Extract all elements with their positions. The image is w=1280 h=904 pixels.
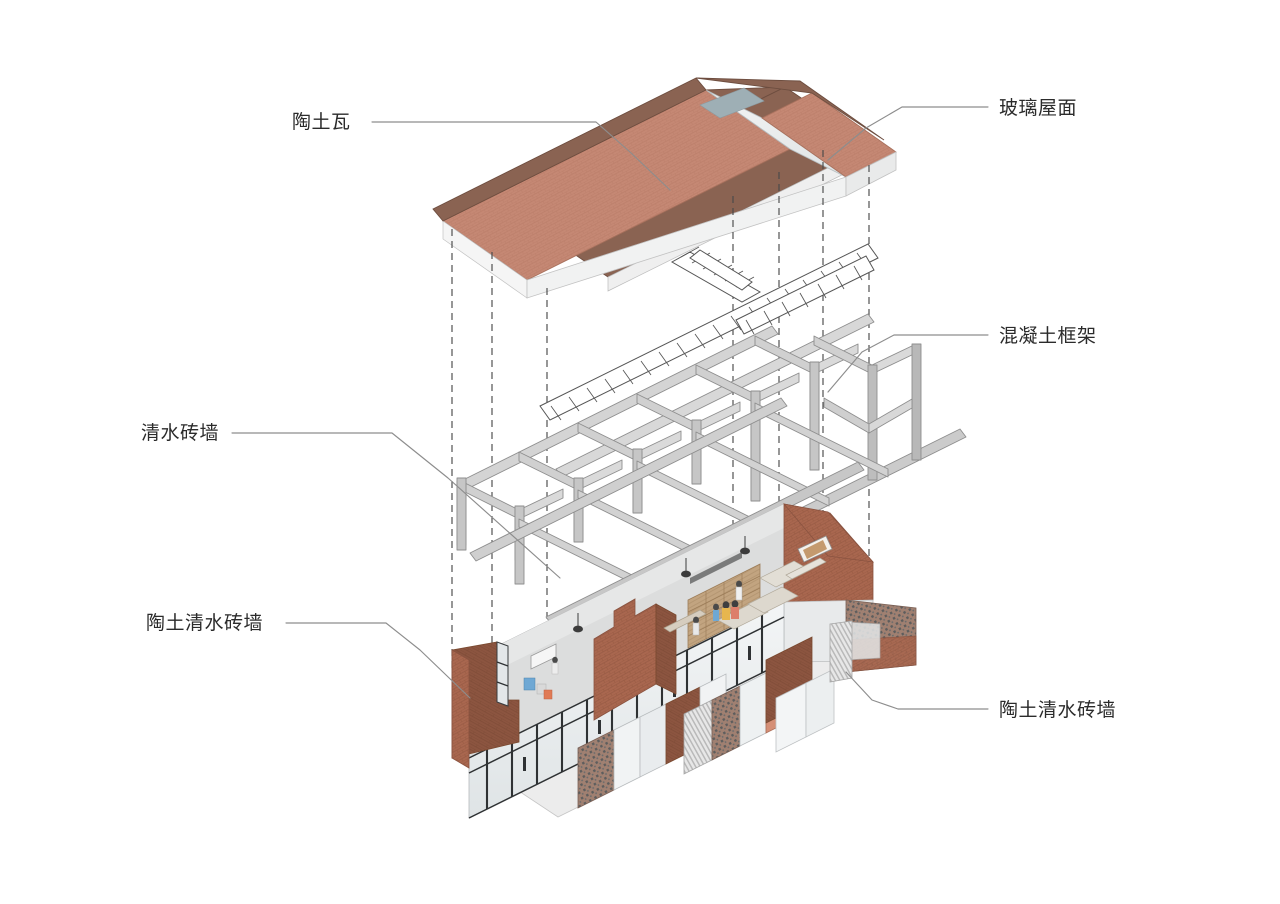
frame-lower-beam (469, 397, 788, 562)
leader-line-fairfaced-brick-wall (231, 432, 561, 579)
leader-line-concrete-frame (827, 334, 989, 393)
facade-louvre-panel-2 (829, 620, 853, 683)
layer-facade-panels (577, 599, 917, 809)
interior-figures (551, 580, 743, 675)
roof-eave-fascia-right (845, 151, 897, 197)
interior-wall-desk (785, 557, 827, 580)
roof-planes (425, 75, 910, 330)
frame-tie-beams (518, 402, 889, 594)
gable-wall-right-top (782, 503, 875, 563)
frame-gable-end-right (823, 397, 913, 434)
purlin-band-diagonal (689, 249, 753, 291)
interior-brick-partition-side (655, 603, 677, 695)
facade-glass-panel-2 (639, 703, 667, 778)
callout-label-terracotta-brick-wall-left: 陶土清水砖墙 (146, 613, 264, 634)
layer-roof (425, 75, 910, 330)
callout-label-roof-tile: 陶土瓦 (292, 112, 351, 133)
callout-label-terracotta-brick-wall-right: 陶土清水砖墙 (999, 700, 1117, 721)
facade-glass-panel-6 (805, 668, 835, 738)
interior-brick-partition (593, 598, 657, 721)
interior-counter (663, 609, 707, 633)
leader-line-glass-roof (827, 106, 989, 161)
interior-pendant-lights (573, 536, 750, 633)
interior-display-tables (717, 560, 811, 630)
layer-purlins (539, 243, 879, 421)
facade-glass-panel-1 (613, 716, 641, 791)
interior-props-left (523, 677, 553, 700)
callout-label-concrete-frame: 混凝土框架 (999, 326, 1097, 347)
callout-leaders (231, 106, 989, 710)
leader-line-terracotta-brick-wall-right (845, 671, 989, 710)
callout-label-fairfaced-brick-wall: 清水砖墙 (141, 423, 220, 444)
roof-geometry (425, 75, 910, 330)
gable-wall-left-face (451, 649, 470, 769)
left-end-glazing (496, 641, 509, 707)
leader-line-terracotta-brick-wall-left (285, 622, 471, 699)
interior-signage (690, 552, 742, 584)
interior-artwork (797, 535, 833, 563)
interior-rear-wall-upper (469, 504, 784, 684)
facade-glass-panel-4 (739, 672, 767, 747)
glass-roof-back-patch (699, 87, 765, 119)
interior-picture-left (530, 643, 557, 670)
facade-brick-screen-right (845, 599, 917, 673)
left-end-glazing-mullions (496, 661, 509, 687)
callout-label-glass-roof: 玻璃屋面 (999, 98, 1078, 119)
leader-line-roof-tile (371, 121, 671, 191)
purlin-band-back (735, 255, 875, 335)
roof-back-slope-sliver-right (695, 77, 885, 141)
